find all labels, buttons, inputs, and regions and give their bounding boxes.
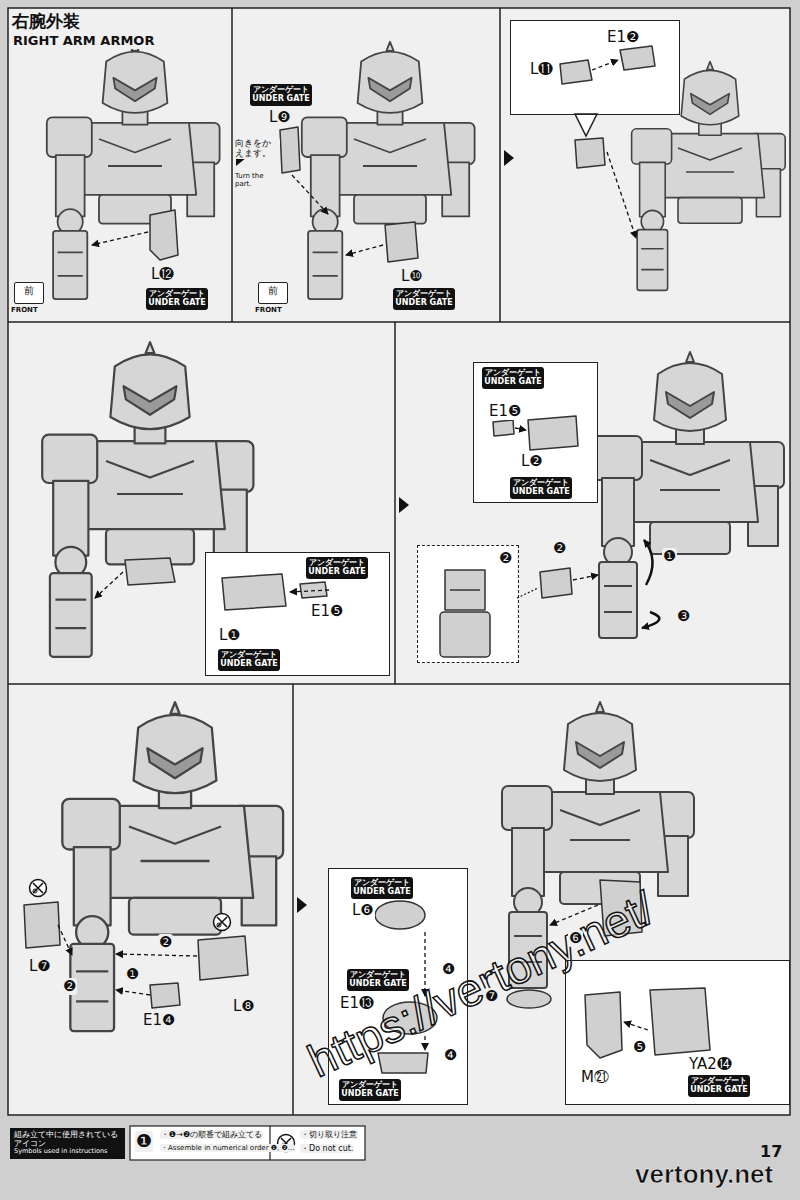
callout-number: ❷ (498, 550, 513, 567)
part-number: E1❺ (310, 603, 344, 620)
under-gate-badge: アンダーゲート UNDER GATE (351, 877, 413, 899)
under-gate-badge: アンダーゲート UNDER GATE (688, 1075, 750, 1097)
callout-number: ❹ (441, 961, 456, 978)
part-number: L❶ (218, 627, 242, 644)
detail-inset: L❻ ❹ E1⓭ ❹ アンダーゲート UNDER GATE アンダーゲート UNDER G… (328, 868, 468, 1105)
part-number: M㉑ (580, 1069, 610, 1086)
part-number: L⓬ (150, 266, 175, 283)
direction-label: FRONT (11, 306, 38, 314)
direction-label: 前 (259, 284, 286, 298)
under-gate-badge: アンダーゲート UNDER GATE (306, 557, 368, 579)
under-gate-badge: アンダーゲート UNDER GATE (393, 288, 455, 310)
gate-note: アンダーゲート UNDER GATE (349, 971, 407, 989)
gate-note: アンダーゲート UNDER GATE (252, 86, 310, 104)
legend-heading: Symbols used in instructions (14, 1148, 121, 1155)
detail-inset: ❷ (417, 545, 519, 663)
part-number: YA2⓮ (688, 1056, 733, 1073)
detail-inset: L❶ E1❺ アンダーゲート UNDER GATE アンダーゲート UNDER GAT… (205, 552, 390, 676)
callout-number: ❷ (552, 540, 567, 557)
page-number: 17 (760, 1143, 782, 1161)
front-icon: 前FRONT (14, 282, 44, 304)
under-gate-badge: アンダーゲート UNDER GATE (146, 288, 208, 310)
legend-heading: 組み立て中に使用されているアイコン (14, 1131, 121, 1148)
gate-note: アンダーゲート UNDER GATE (512, 479, 570, 497)
part-number: L❻ (351, 902, 375, 919)
note-text: 向きをかえます。 (234, 138, 280, 159)
part-number: E1⓭ (339, 995, 375, 1012)
callout-number: ❷ (62, 978, 77, 995)
part-number: E1❷ (606, 29, 640, 46)
part-number: E1❺ (488, 403, 522, 420)
callout-number: ❶ (125, 966, 140, 983)
direction-label: 前 (15, 284, 42, 298)
part-number: L❽ (232, 998, 256, 1015)
detail-inset: L⓫ E1❷ (510, 20, 680, 115)
part-number: L❿ (400, 268, 424, 285)
gate-note: アンダーゲート UNDER GATE (395, 290, 453, 308)
legend-text: ・Assemble in numerical order ❶, ❷... (160, 1144, 295, 1152)
part-number: L❾ (268, 109, 292, 126)
callout-number: ❸ (676, 608, 691, 625)
under-gate-badge: アンダーゲート UNDER GATE (347, 969, 409, 991)
part-number: L❼ (28, 958, 52, 975)
part-number: L⓫ (529, 61, 554, 78)
callout-number: ❼ (484, 988, 499, 1005)
direction-label: FRONT (255, 306, 282, 314)
detail-inset: ❺ M㉑ YA2⓮ アンダーゲート UNDER GATE (565, 960, 790, 1105)
gate-note: アンダーゲート UNDER GATE (353, 879, 411, 897)
under-gate-badge: アンダーゲート UNDER GATE (510, 477, 572, 499)
callout-number: ❹ (443, 1047, 458, 1064)
under-gate-badge: アンダーゲート UNDER GATE (482, 367, 544, 389)
callout-number: ❶ (662, 548, 677, 565)
callout-number: ❶ (135, 1131, 153, 1152)
front-icon: 前FRONT (258, 282, 288, 304)
title-text: 右腕外装 (12, 12, 80, 32)
callout-number: ❻ (568, 930, 583, 947)
symbol-legend-bar: 組み立て中に使用されているアイコンSymbols used in instruc… (10, 1128, 125, 1159)
gate-note: アンダーゲート UNDER GATE (308, 559, 366, 577)
gate-note: アンダーゲート UNDER GATE (690, 1077, 748, 1095)
note-text: Turn the part. (234, 172, 280, 188)
part-number: L❷ (520, 453, 544, 470)
gate-note: アンダーゲート UNDER GATE (148, 290, 206, 308)
heading-en: RIGHT ARM ARMOR (12, 34, 155, 49)
callout-number: ❷ (158, 934, 173, 951)
legend-text: ・❶→❷の順番で組み立てる (160, 1130, 263, 1139)
part-number: E1❹ (142, 1012, 176, 1029)
watermark-site: vertony.net (635, 1160, 773, 1190)
under-gate-badge: アンダーゲート UNDER GATE (250, 84, 312, 106)
under-gate-badge: アンダーゲート UNDER GATE (339, 1079, 401, 1101)
detail-inset: E1❺ L❷ アンダーゲート UNDER GATE アンダーゲート UNDER GAT… (473, 362, 598, 503)
under-gate-badge: アンダーゲート UNDER GATE (218, 649, 280, 671)
callout-number: ❺ (632, 1039, 647, 1056)
legend-text: ・Do not cut. (300, 1144, 354, 1153)
gate-note: アンダーゲート UNDER GATE (220, 651, 278, 669)
legend-text: ・切り取り注意 (300, 1130, 358, 1139)
gate-note: アンダーゲート UNDER GATE (341, 1081, 399, 1099)
gate-note: アンダーゲート UNDER GATE (484, 369, 542, 387)
